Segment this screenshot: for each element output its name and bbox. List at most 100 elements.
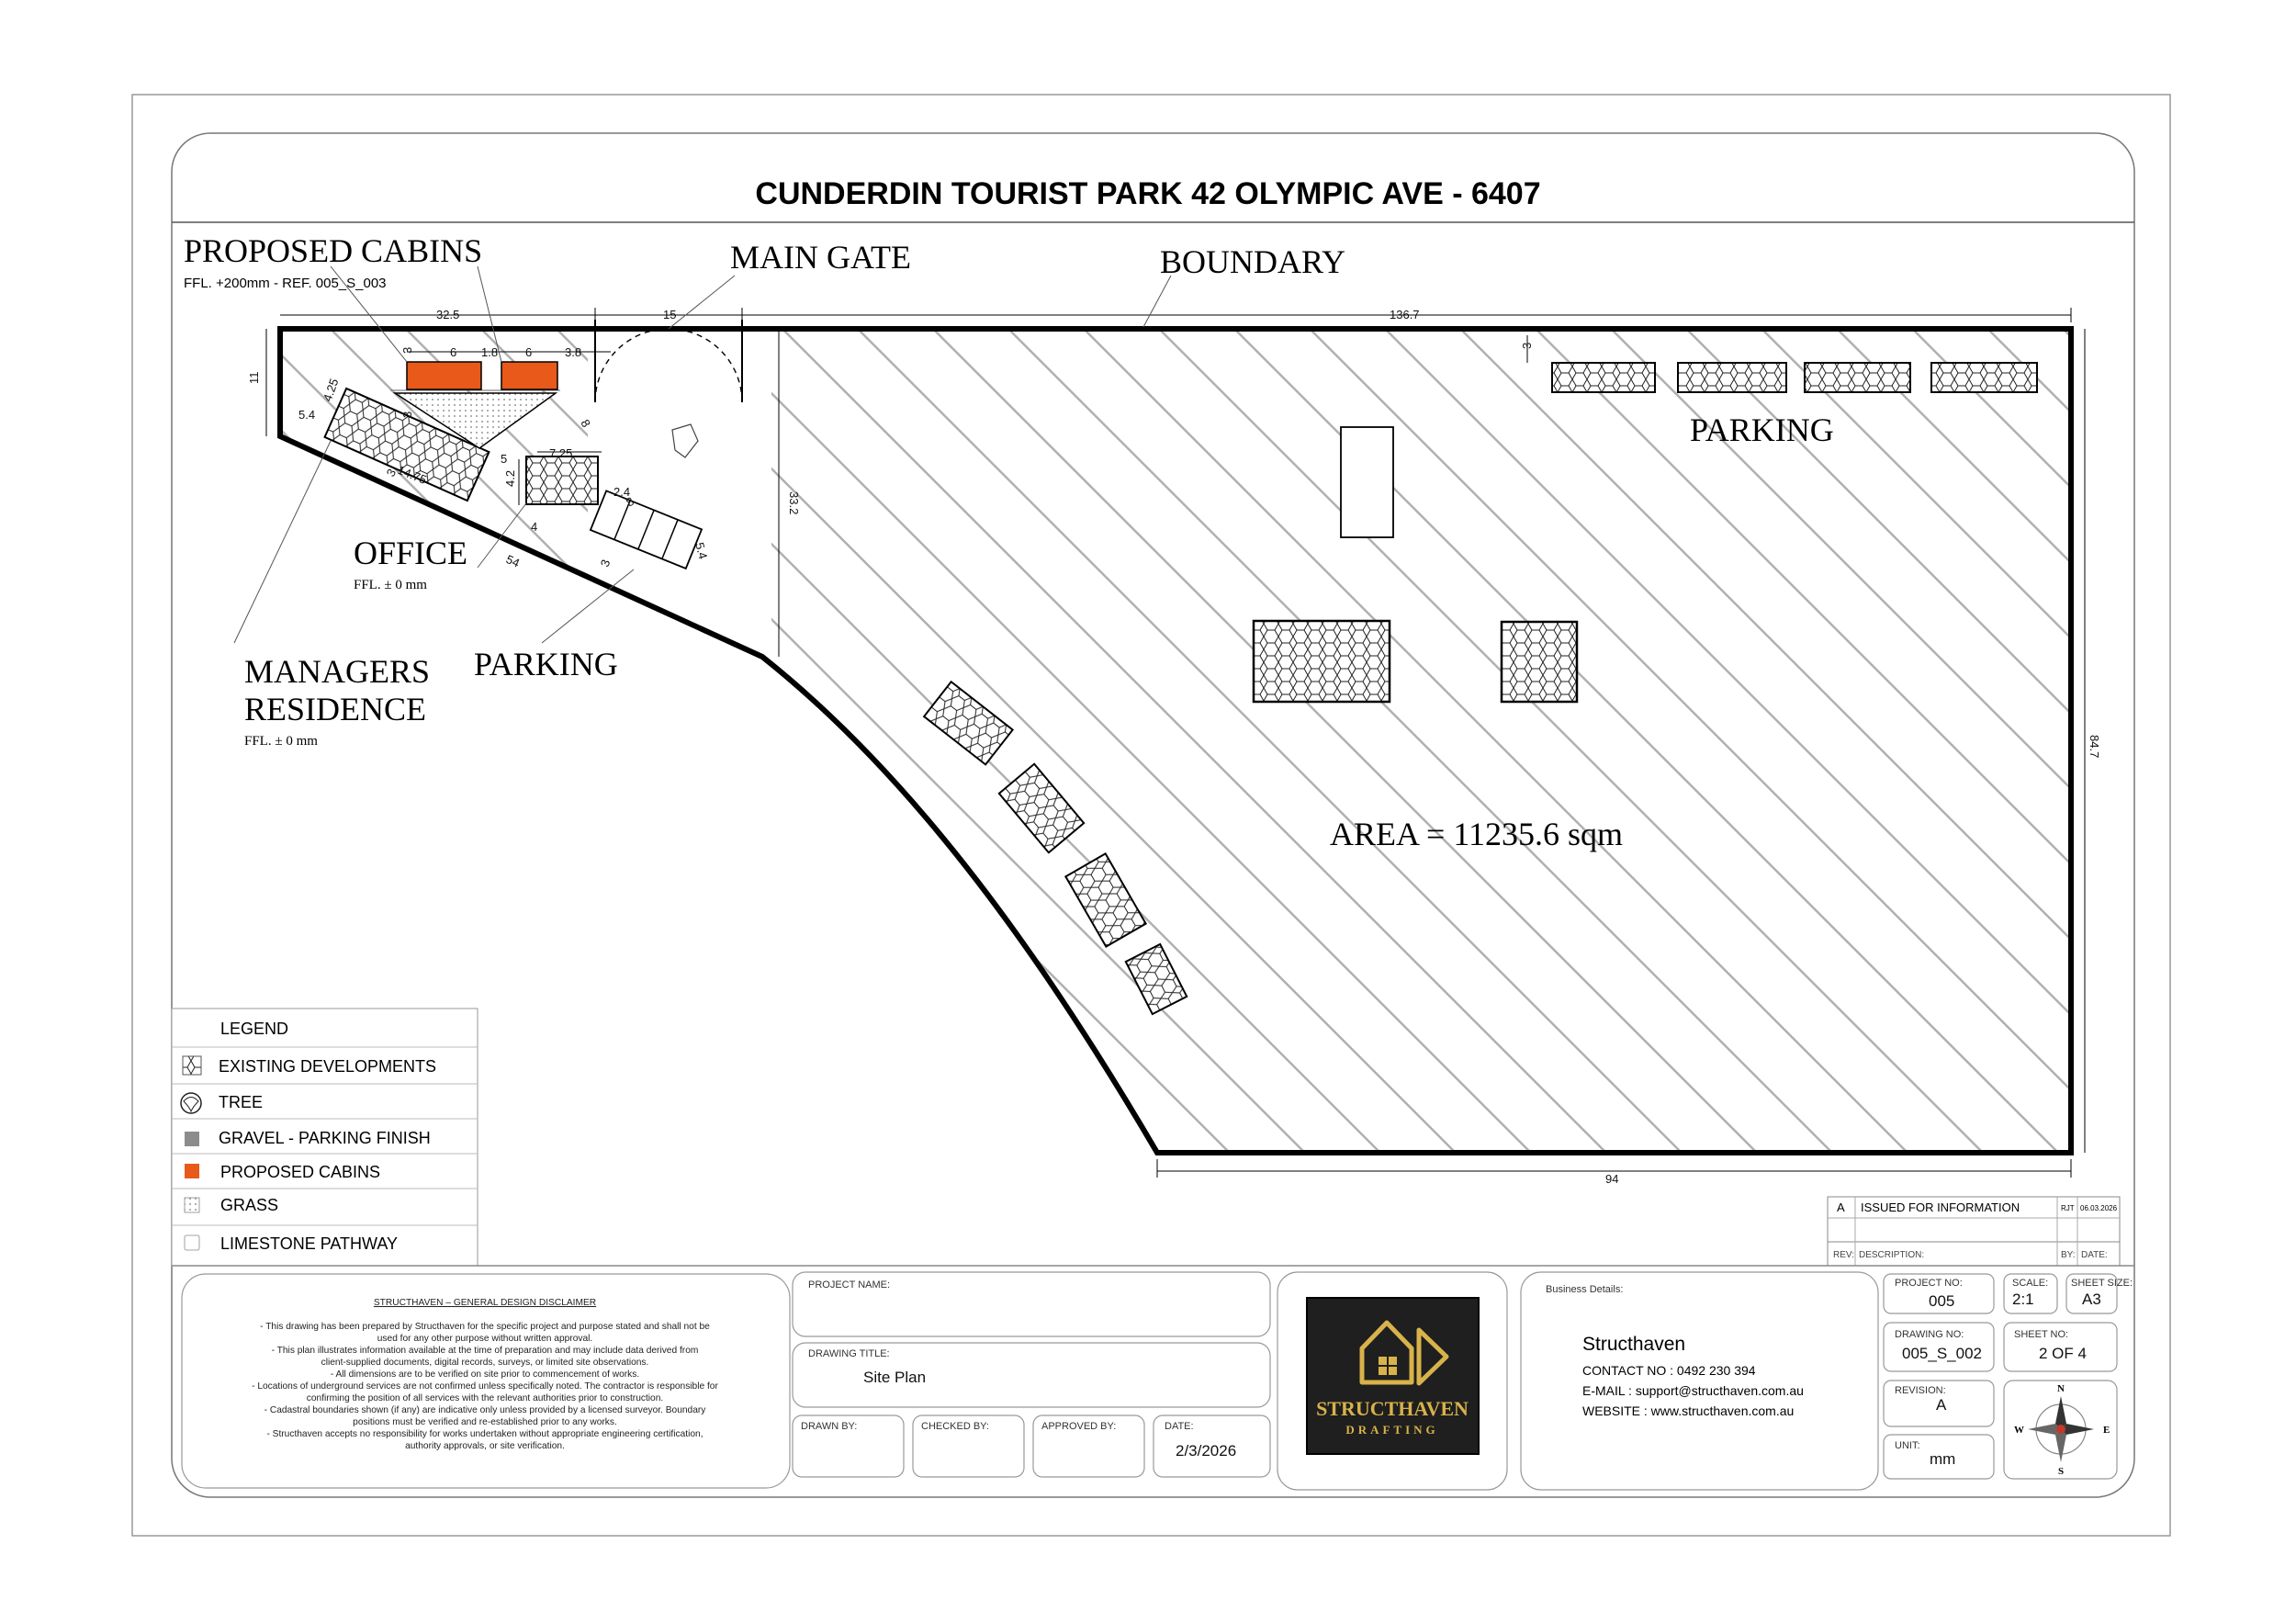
label-office: OFFICE [354,535,467,571]
disclaimer-line: authority approvals, or site verificatio… [405,1441,565,1451]
sheet-no-box [2003,1322,2118,1372]
site-boundary [277,326,2074,1155]
revision-header-description: DESCRIPTION: [1859,1250,1924,1260]
dimension-lines [265,308,2086,1178]
compass-w: W [2014,1425,2024,1436]
checked-by-label: CHECKED BY: [921,1421,989,1432]
existing-building [1252,619,1391,704]
disclaimer-line: - This plan illustrates information avai… [272,1346,699,1356]
dim-text: 3 [598,558,613,569]
disclaimer-line: - Structhaven accepts no responsibility … [266,1429,703,1439]
logo-subtext: DRAFTING [1345,1423,1438,1437]
disclaimer-heading: STRUCTHAVEN – GENERAL DESIGN DISCLAIMER [374,1298,596,1308]
dim-text: 3 [1520,343,1534,349]
project-info: PROJECT NAME: DRAWING TITLE: Site Plan D… [792,1271,1271,1478]
label-managers-line2: RESIDENCE [244,691,426,727]
legend-label: GRAVEL - PARKING FINISH [219,1129,431,1147]
existing-building [1500,620,1579,704]
leader-boundary [1142,275,1172,328]
leader-proposed-cabins [477,265,502,363]
business-details: Business Details: Structhaven CONTACT NO… [1520,1271,1879,1491]
outer-frame [131,94,2171,1537]
disclaimer-line: used for any other purpose without writt… [377,1334,592,1344]
legend-label: EXISTING DEVELOPMENTS [219,1057,436,1076]
revision-by: RJT [2061,1204,2075,1212]
scale-value: 2:1 [2012,1291,2034,1308]
dim-text: 84.7 [2088,735,2101,758]
dim-text: 4.2 [503,470,517,487]
date-box [1153,1414,1271,1478]
dim-line-54 [310,447,763,658]
drawing-title-box [792,1342,1271,1408]
drawing-no-label: DRAWING NO: [1895,1329,1964,1340]
label-parking-top: PARKING [1690,411,1834,448]
disclaimer-line: client-supplied documents, digital recor… [321,1358,649,1368]
business-contact: CONTACT NO : 0492 230 394 [1582,1363,1756,1378]
compass-s: S [2058,1466,2064,1477]
business-name: Structhaven [1582,1334,1685,1355]
dim-text: 1.8 [481,345,498,359]
drawn-by-box [792,1414,905,1478]
parking-bay-line [637,510,655,550]
limestone-swatch-icon [184,1234,200,1251]
shed [1340,426,1394,538]
disclaimer-line: - All dimensions are to be verified on s… [331,1369,639,1380]
revision-header-rev: REV: [1833,1250,1854,1260]
existing-building [922,680,1015,766]
logo-text: STRUCTHAVEN [1316,1397,1469,1420]
revision-table: A ISSUED FOR INFORMATION RJT 06.03.2026 … [1827,1196,2121,1267]
revision-value: A [1936,1396,1947,1414]
dim-text: 33.2 [787,491,801,514]
label-proposed-cabins-ffl: FFL. +200mm - REF. 005_S_003 [184,276,387,291]
disclaimer: STRUCTHAVEN – GENERAL DESIGN DISCLAIMER … [181,1273,791,1489]
legend-label: TREE [219,1093,263,1111]
dim-text: 94 [1605,1172,1618,1186]
dim-text: 32.5 [436,308,459,321]
leader-managers [233,440,332,644]
revision-label: REVISION: [1895,1385,1946,1396]
label-office-ffl: FFL. ± 0 mm [354,578,427,592]
main-gate [594,320,743,403]
gate-swing-right [668,328,743,403]
dim-text: 6 [525,345,532,359]
hex-pattern-icon [182,1055,202,1076]
label-managers-line1: MANAGERS [244,653,430,690]
label-managers-ffl: FFL. ± 0 mm [244,734,318,749]
leader-lines [233,265,1172,644]
existing-building [1930,362,2038,393]
disclaimer-line: - Locations of underground services are … [252,1381,718,1392]
existing-building [1677,362,1787,393]
drawing-title-value: Site Plan [863,1369,926,1386]
gravel-swatch-icon [185,1132,199,1146]
label-main-gate: MAIN GATE [730,239,911,276]
company-logo [1306,1297,1480,1455]
compass-n: N [2057,1383,2065,1394]
dim-text: 6 [450,345,456,359]
sheet-no-value: 2 OF 4 [2039,1345,2087,1362]
sheet-size-box [2065,1273,2118,1314]
project-name-box [792,1271,1271,1337]
legend-box [171,1008,478,1267]
sheet-no-label: SHEET NO: [2014,1329,2068,1340]
label-boundary: BOUNDARY [1160,243,1345,280]
gate-swing-left [594,328,670,403]
business-box [1520,1271,1879,1491]
legend: LEGEND EXISTING DEVELOPMENTS TREE GRAVEL… [171,1008,478,1267]
grass-swatch-icon [184,1197,200,1213]
approved-by-label: APPROVED BY: [1041,1421,1116,1432]
legend-label: PROPOSED CABINS [220,1163,380,1181]
page-title: CUNDERDIN TOURIST PARK 42 OLYMPIC AVE - … [755,176,1540,211]
tree-symbol [671,423,699,458]
dim-text: 3 [400,411,414,418]
unit-label: UNIT: [1895,1440,1920,1451]
proposed-cabin [406,361,482,390]
existing-developments [323,362,2038,1016]
revision-rev: A [1837,1200,1845,1214]
business-website: WEBSITE : www.structhaven.com.au [1582,1403,1794,1418]
drawing-no-value: 005_S_002 [1902,1345,1982,1362]
scale-label: SCALE: [2012,1278,2048,1289]
legend-title: LEGEND [220,1020,288,1038]
drawn-by-label: DRAWN BY: [801,1421,857,1432]
date-label: DATE: [1165,1421,1194,1432]
inner-frame [171,132,2135,1498]
